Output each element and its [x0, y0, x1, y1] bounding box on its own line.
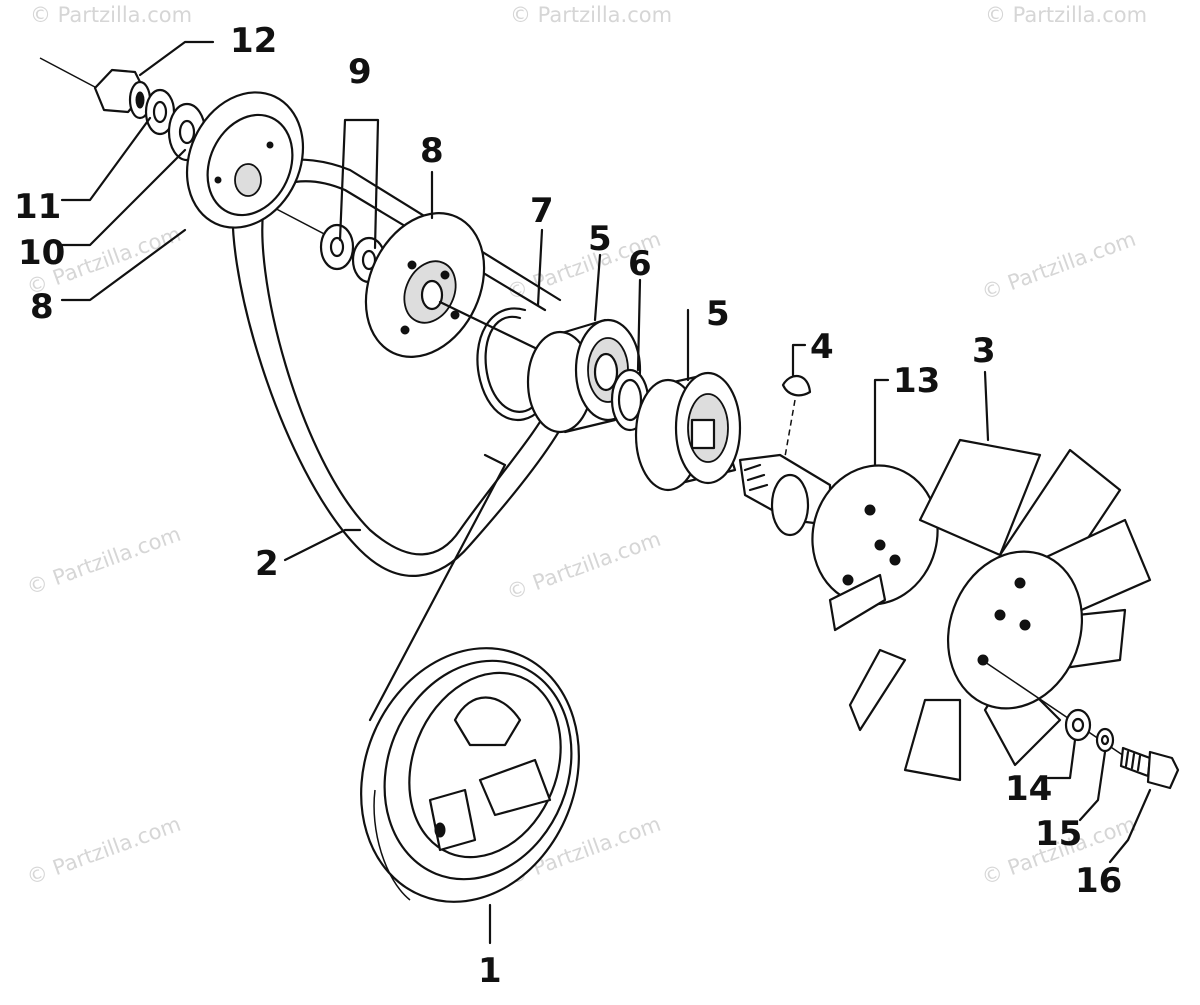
callout-5-left: 5 — [588, 219, 612, 259]
drive-pulley — [360, 647, 580, 903]
callout-6: 6 — [628, 244, 652, 284]
callout-8-inner: 8 — [420, 131, 444, 171]
fan-hub-shaft — [738, 453, 939, 606]
spacer-washer-hole — [329, 236, 345, 258]
callout-15: 15 — [1035, 814, 1082, 854]
callout-14: 14 — [1005, 769, 1052, 809]
callout-5-right: 5 — [706, 294, 730, 334]
pulley-half-inner — [364, 212, 562, 362]
callout-10: 10 — [18, 233, 65, 273]
callout-3: 3 — [972, 331, 996, 371]
callout-16: 16 — [1075, 861, 1122, 901]
watermark: © Partzilla.com — [24, 812, 184, 890]
callout-11: 11 — [14, 187, 61, 227]
fan-washer-hole — [1071, 717, 1085, 733]
snap-ring-small-inner — [617, 378, 643, 422]
callout-9: 9 — [348, 52, 372, 92]
callout-labels: 12 9 8 11 10 8 7 5 6 5 4 13 3 2 14 15 16… — [14, 21, 1122, 991]
callout-1: 1 — [478, 951, 502, 991]
callout-13: 13 — [893, 361, 940, 401]
snap-ring — [476, 307, 542, 422]
watermark: © Partzilla.com — [985, 3, 1147, 27]
watermark: © Partzilla.com — [979, 227, 1139, 305]
woodruff-key — [781, 375, 812, 397]
watermark: © Partzilla.com — [510, 3, 672, 27]
watermark: © Partzilla.com — [30, 3, 192, 27]
leader-lines — [60, 40, 1152, 945]
nut — [93, 68, 152, 120]
pulley-half-outer — [185, 91, 305, 229]
v-belt — [231, 158, 577, 577]
key-guide-line — [782, 399, 796, 469]
callout-12: 12 — [230, 21, 277, 61]
callout-7: 7 — [530, 191, 554, 231]
bearing-right — [634, 371, 742, 492]
fan-lock-washer-hole — [1100, 734, 1110, 746]
callout-8-outer: 8 — [30, 287, 54, 327]
cooling-fan — [828, 438, 1152, 782]
flat-washer-hole — [178, 119, 196, 145]
snap-ring-inner — [484, 315, 537, 413]
lock-washer-hole — [152, 100, 168, 124]
callout-4: 4 — [810, 327, 834, 367]
watermark: © Partzilla.com — [504, 527, 664, 605]
callout-2: 2 — [255, 544, 279, 584]
watermark: © Partzilla.com — [24, 522, 184, 600]
fan-bolt — [1119, 746, 1180, 790]
